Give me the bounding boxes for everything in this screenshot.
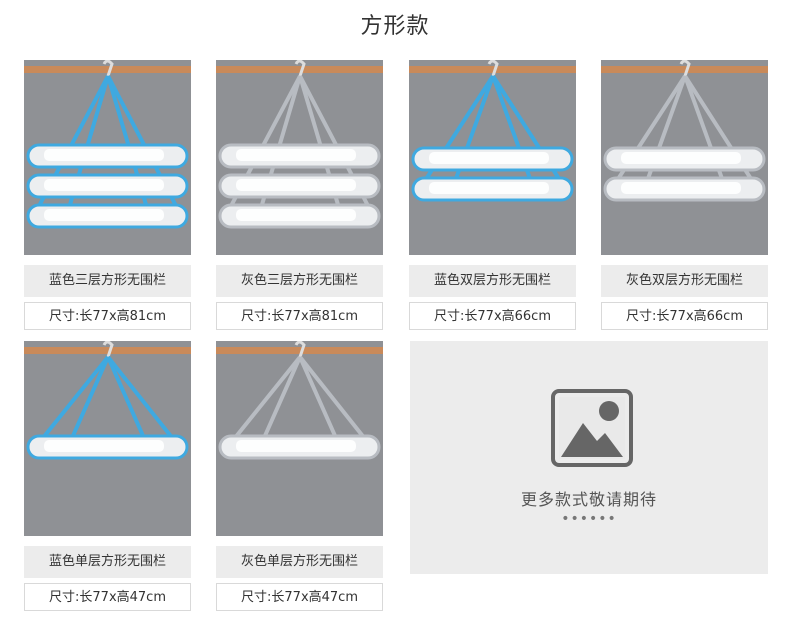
product-name: 灰色双层方形无围栏 — [601, 265, 768, 297]
rack-strap — [413, 74, 495, 198]
product-name: 蓝色单层方形无围栏 — [24, 546, 191, 578]
dots-decoration: •••••• — [561, 511, 617, 527]
garment — [44, 209, 164, 221]
hanging-rod — [409, 66, 576, 73]
product-card[interactable]: 蓝色双层方形无围栏 尺寸:长77x高66cm — [409, 60, 576, 330]
hanging-rod — [601, 66, 768, 73]
garment — [44, 179, 164, 191]
product-photo — [601, 60, 768, 255]
product-size: 尺寸:长77x高66cm — [409, 302, 576, 330]
product-name: 灰色单层方形无围栏 — [216, 546, 383, 578]
product-card[interactable]: 灰色三层方形无围栏 尺寸:长77x高81cm — [216, 60, 383, 330]
product-card[interactable]: 蓝色三层方形无围栏 尺寸:长77x高81cm — [24, 60, 191, 330]
garment — [236, 440, 356, 452]
coming-soon-text: 更多款式敬请期待 — [520, 490, 657, 509]
hanging-rod — [216, 347, 383, 354]
rack-strap — [491, 74, 572, 198]
product-photo — [216, 341, 383, 536]
product-card[interactable]: 蓝色单层方形无围栏 尺寸:长77x高47cm — [24, 341, 191, 611]
hook — [294, 60, 306, 77]
hook — [679, 60, 691, 77]
product-size: 尺寸:长77x高81cm — [24, 302, 191, 330]
hanging-rod — [24, 66, 191, 73]
page-title: 方形款 — [360, 14, 430, 39]
hanging-rod — [216, 66, 383, 73]
garment — [236, 179, 356, 191]
garment — [44, 440, 164, 452]
product-size: 尺寸:长77x高47cm — [24, 583, 191, 611]
product-name: 灰色三层方形无围栏 — [216, 265, 383, 297]
product-photo — [409, 60, 576, 255]
coming-soon-panel: 更多款式敬请期待 •••••• — [410, 341, 768, 574]
garment — [621, 152, 741, 164]
product-photo — [24, 341, 191, 536]
product-card[interactable]: 灰色单层方形无围栏 尺寸:长77x高47cm — [216, 341, 383, 611]
product-photo — [216, 60, 383, 255]
garment — [44, 149, 164, 161]
hanging-rod — [24, 347, 191, 354]
garment — [429, 152, 549, 164]
product-size: 尺寸:长77x高66cm — [601, 302, 768, 330]
garment — [429, 182, 549, 194]
hook — [102, 341, 114, 358]
hook — [294, 341, 306, 358]
rack-strap — [683, 74, 764, 198]
hook — [487, 60, 499, 77]
product-name: 蓝色三层方形无围栏 — [24, 265, 191, 297]
hook — [102, 60, 114, 77]
rack-strap — [605, 74, 687, 198]
garment — [236, 209, 356, 221]
product-name: 蓝色双层方形无围栏 — [409, 265, 576, 297]
garment — [621, 182, 741, 194]
product-size: 尺寸:长77x高47cm — [216, 583, 383, 611]
garment — [236, 149, 356, 161]
product-photo — [24, 60, 191, 255]
product-size: 尺寸:长77x高81cm — [216, 302, 383, 330]
product-card[interactable]: 灰色双层方形无围栏 尺寸:长77x高66cm — [601, 60, 768, 330]
image-placeholder-icon — [551, 389, 633, 467]
